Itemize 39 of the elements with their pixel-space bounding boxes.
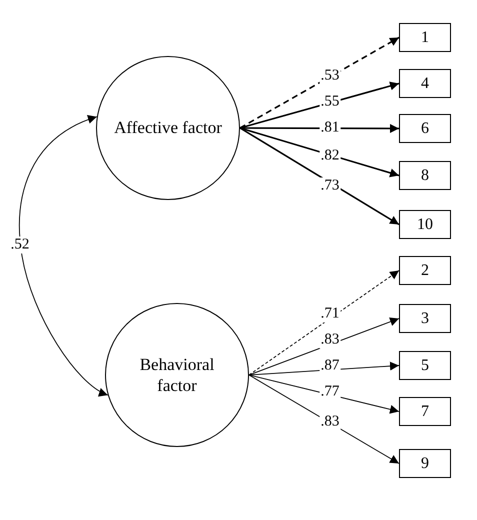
edge-label: .83 [320, 332, 340, 348]
indicator-box [399, 114, 451, 143]
indicator-box [399, 23, 451, 52]
loading-arrow [248, 374, 400, 414]
item-number: 10 [417, 216, 433, 234]
item-number: 6 [421, 120, 429, 138]
indicator-box [399, 256, 451, 285]
factor-name: Affective factor [114, 117, 222, 139]
loading-arrow [240, 36, 400, 129]
edge-label: .53 [320, 68, 340, 84]
item-number: 9 [421, 454, 429, 472]
loading-arrow [248, 317, 400, 376]
edge-label: .83 [320, 414, 340, 430]
item-number: 8 [421, 166, 429, 184]
indicator-box [399, 304, 451, 333]
loading-arrow [240, 127, 400, 226]
correlation-arrow [18, 116, 108, 396]
loading-arrow [240, 127, 400, 178]
edge-label: .71 [320, 306, 340, 322]
loading-arrow [240, 124, 399, 133]
loading-arrow [248, 374, 400, 464]
loading-arrow [248, 362, 400, 376]
loading-arrow [248, 270, 400, 376]
factor-name: Behavioral factor [138, 354, 216, 396]
indicator-box [399, 69, 451, 98]
item-number: 2 [421, 262, 429, 280]
indicator-box [399, 397, 451, 426]
item-number: 7 [421, 402, 429, 420]
edge-label: .52 [10, 236, 30, 254]
indicator-box [399, 210, 451, 239]
item-number: 1 [421, 28, 429, 46]
loading-arrow [240, 82, 400, 129]
indicator-box [399, 161, 451, 190]
edge-label: .77 [320, 384, 340, 400]
item-number: 4 [421, 74, 429, 92]
item-number: 3 [421, 310, 429, 328]
item-number: 5 [421, 356, 429, 374]
indicator-box [399, 351, 451, 380]
indicator-box [399, 449, 451, 478]
